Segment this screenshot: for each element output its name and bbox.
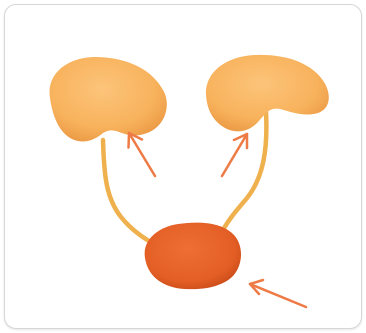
arrow-left-cap	[129, 133, 156, 176]
arrow-right-cap	[222, 134, 247, 176]
left-stalk	[103, 140, 157, 246]
arrow-base	[250, 280, 306, 307]
base-body	[145, 223, 241, 290]
left-cap	[50, 57, 167, 141]
